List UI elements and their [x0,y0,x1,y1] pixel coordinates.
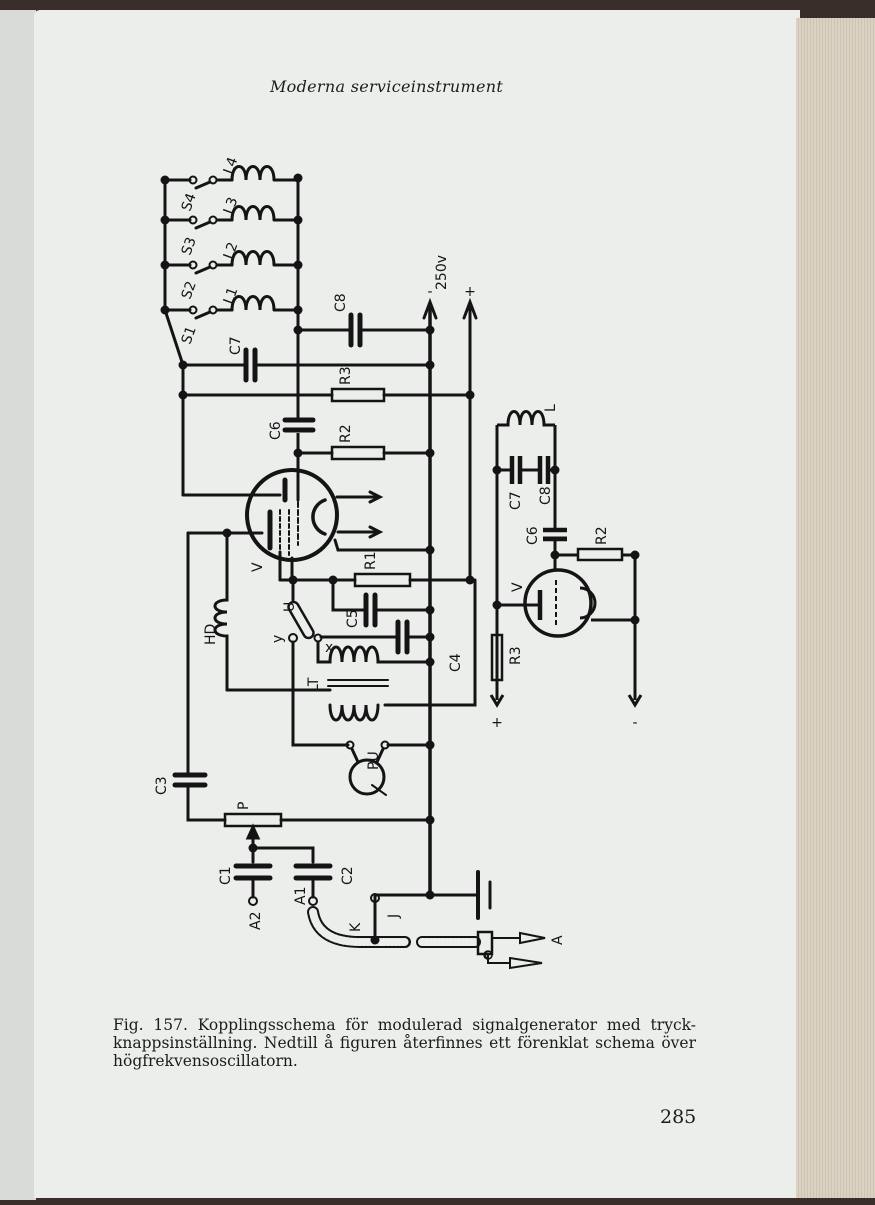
label-c6: C6 [268,421,284,440]
inset-label-v: V [510,582,526,592]
inset-junction-dots [492,465,640,625]
label-c1: C1 [218,866,234,885]
label-y: y [270,635,286,643]
component-labels: S4 S3 S2 S1 L4 L3 L2 L1 C8 C7 R3 C6 R2 V… [154,155,638,963]
label-j: J [386,914,402,919]
label-c7: C7 [228,336,244,355]
inset-oscillator-schematic [489,410,643,708]
label-u: U [282,602,298,612]
inset-label-c7: C7 [508,491,524,510]
label-lt: LT [306,677,322,692]
label-l3: L3 [221,195,242,216]
label-hd: HD [203,624,219,645]
label-c8: C8 [333,293,349,312]
label-l1: L1 [221,285,242,306]
inset-label-c8: C8 [538,486,554,505]
junction-dots [160,173,475,945]
label-a1: A1 [293,887,309,905]
label-c3: C3 [154,776,170,795]
inset-label-minus: - [632,715,637,731]
inset-label-l: L [543,404,559,412]
inset-label-plus: + [491,715,503,731]
label-s3: S3 [179,235,200,257]
label-250v: 250v [434,255,450,290]
figure-caption: Fig. 157. Kopplingsschema för modulerad … [113,1016,696,1070]
label-a2: A2 [248,912,264,930]
page-stack-edge [796,18,875,1198]
label-s2: S2 [179,279,200,301]
label-a: A [550,935,566,945]
inset-label-c6: C6 [525,526,541,545]
inset-label-r3: R3 [508,646,524,665]
label-p: P [236,802,252,810]
label-k: K [348,922,364,932]
resistor-r3 [330,387,386,403]
label-s1: S1 [179,324,200,346]
switch-row-s3-l3 [163,205,300,230]
label-s4: S4 [179,191,200,213]
label-l4: L4 [221,155,242,176]
label-v: V [250,562,266,572]
label-r2: R2 [338,424,354,443]
label-e: e [484,947,493,963]
label-c5: C5 [345,609,361,628]
inset-label-r2: R2 [594,526,610,545]
facing-page-edge [0,10,36,1200]
page-number: 285 [660,1106,697,1128]
running-title: Moderna serviceinstrument [270,77,504,96]
label-x: x [325,640,333,656]
book-page [34,10,800,1198]
label-c4: C4 [448,653,464,672]
label-minus: - [427,284,432,300]
inductor-bank [163,176,300,502]
vacuum-tube-v [245,468,339,562]
label-l2: L2 [221,240,242,261]
label-c2: C2 [340,866,356,885]
label-r3: R3 [338,366,354,385]
label-pu: PU [366,751,382,770]
label-plus: + [464,284,476,300]
label-r1: R1 [363,551,379,570]
